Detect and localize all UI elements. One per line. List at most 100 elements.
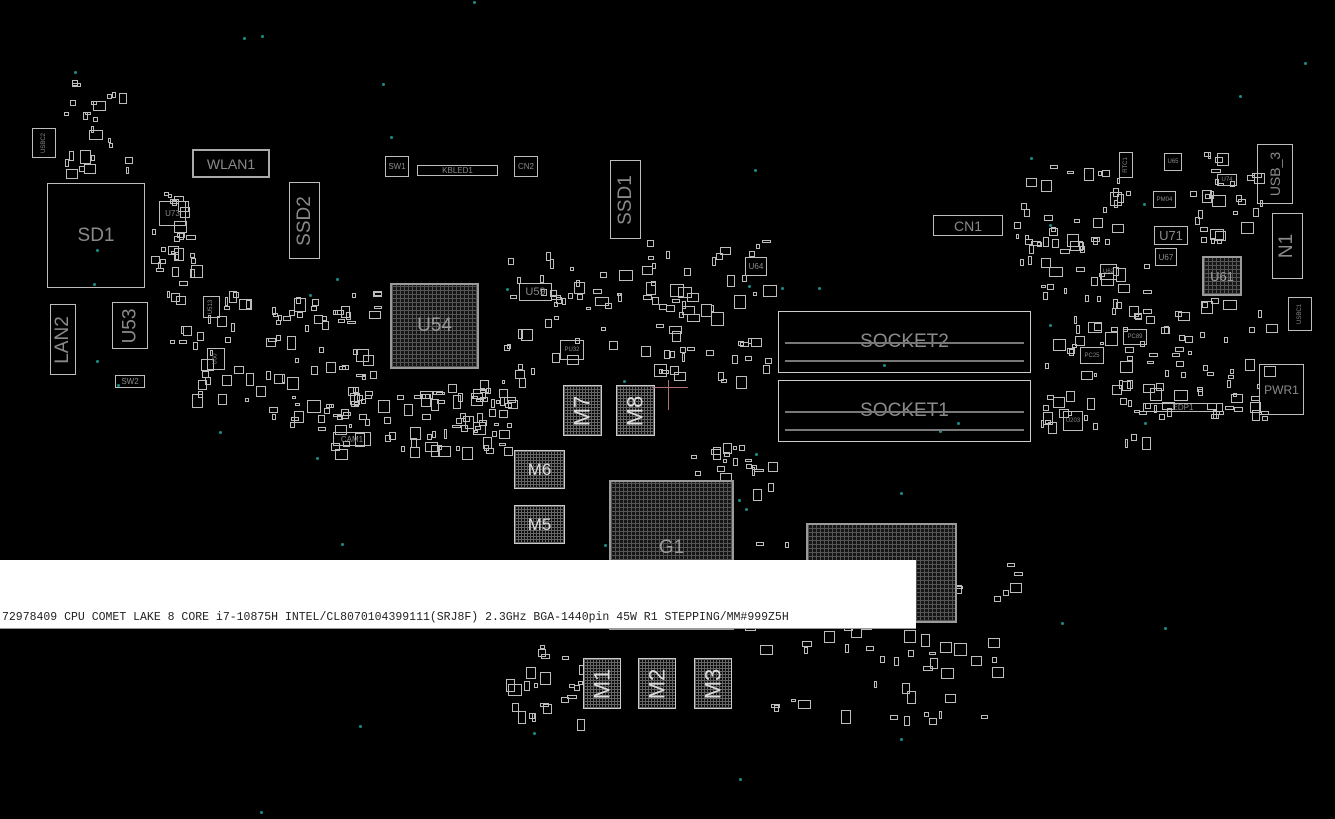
- component-U67[interactable]: U67: [1155, 248, 1177, 266]
- component-M8[interactable]: M8: [616, 385, 655, 436]
- component-U59[interactable]: U59: [519, 283, 552, 301]
- passive-pad: [1200, 236, 1207, 243]
- passive-pad: [373, 292, 383, 297]
- passive-pad: [172, 200, 178, 206]
- passive-pad: [1128, 399, 1132, 407]
- component-CN1[interactable]: CN1: [933, 215, 1003, 236]
- passive-pad: [179, 206, 190, 218]
- component-label: U203: [1065, 418, 1081, 424]
- component-EDP1[interactable]: EDP1: [1143, 403, 1223, 412]
- passive-pad: [346, 320, 357, 324]
- component-U65[interactable]: U65: [1164, 153, 1182, 171]
- passive-pad: [1024, 235, 1030, 240]
- component-USBC1[interactable]: USBC1: [1288, 297, 1312, 331]
- passive-pad: [1068, 349, 1074, 356]
- passive-pad: [1203, 365, 1209, 372]
- passive-pad: [1026, 177, 1037, 187]
- component-SW2[interactable]: SW2: [115, 375, 145, 388]
- component-M3[interactable]: M3: [694, 658, 732, 709]
- component-M2[interactable]: M2: [638, 658, 676, 709]
- passive-pad: [507, 399, 518, 409]
- component-SSD2[interactable]: SSD2: [289, 182, 320, 259]
- component-SOCKET2[interactable]: SOCKET2: [778, 311, 1031, 373]
- passive-pad: [340, 306, 350, 318]
- component-U513[interactable]: U513: [203, 296, 220, 318]
- test-point: [882, 364, 886, 368]
- component-PU32[interactable]: PU32: [560, 340, 584, 360]
- passive-pad: [409, 427, 421, 440]
- passive-pad: [1142, 436, 1152, 451]
- component-KBLED1[interactable]: KBLED1: [417, 165, 498, 176]
- component-U53[interactable]: U53: [112, 302, 148, 349]
- passive-pad: [506, 678, 516, 692]
- component-M5[interactable]: M5: [514, 505, 565, 544]
- component-M1[interactable]: M1: [583, 658, 621, 709]
- component-U54[interactable]: U54: [390, 283, 479, 369]
- component-M6[interactable]: M6: [514, 450, 565, 489]
- component-CAM1[interactable]: CAM1: [333, 432, 371, 446]
- component-label: U54: [417, 315, 452, 336]
- passive-pad: [929, 658, 939, 670]
- test-point: [738, 778, 742, 782]
- component-label: U73: [165, 209, 180, 218]
- passive-pad: [1101, 170, 1110, 177]
- component-label: USB_3: [1267, 151, 1284, 197]
- passive-pad: [233, 291, 240, 299]
- passive-pad: [409, 446, 420, 459]
- passive-pad: [222, 374, 233, 386]
- component-U71[interactable]: U71: [1154, 226, 1188, 245]
- passive-pad: [329, 403, 334, 409]
- component-CN2[interactable]: CN2: [514, 156, 538, 177]
- component-PM04[interactable]: PM04: [1153, 191, 1176, 208]
- test-point: [1048, 223, 1052, 227]
- component-U203[interactable]: U203: [1063, 411, 1083, 431]
- passive-pad: [368, 311, 382, 320]
- passive-pad: [764, 358, 772, 365]
- passive-pad: [711, 305, 715, 312]
- passive-pad: [119, 93, 128, 105]
- passive-pad: [669, 325, 682, 335]
- component-SW1[interactable]: SW1: [385, 156, 409, 177]
- passive-pad: [171, 292, 181, 303]
- passive-pad: [521, 329, 533, 341]
- component-LAN2[interactable]: LAN2: [50, 304, 76, 375]
- component-PC25[interactable]: PC25: [1080, 347, 1104, 364]
- passive-pad: [443, 429, 447, 439]
- passive-pad: [461, 424, 468, 433]
- component-PC89[interactable]: PC89: [1123, 329, 1147, 345]
- passive-pad: [721, 378, 728, 384]
- passive-pad: [204, 376, 211, 386]
- passive-pad: [275, 334, 282, 342]
- passive-pad: [573, 684, 580, 691]
- passive-pad: [451, 424, 462, 428]
- component-U64[interactable]: U64: [745, 257, 767, 276]
- passive-pad: [83, 163, 97, 175]
- passive-pad: [317, 427, 326, 432]
- component-RTC1[interactable]: RTC1: [1119, 152, 1133, 178]
- component-SOCKET1[interactable]: SOCKET1: [778, 380, 1031, 442]
- component-label: U65: [1167, 159, 1179, 165]
- component-U74[interactable]: U74: [1217, 174, 1237, 186]
- component-SSD1[interactable]: SSD1: [610, 160, 641, 239]
- test-point: [359, 724, 363, 728]
- passive-pad: [107, 138, 111, 143]
- passive-pad: [1048, 227, 1058, 236]
- component-U50[interactable]: U50: [207, 348, 225, 370]
- component-U61[interactable]: U61: [1202, 256, 1242, 296]
- component-N1[interactable]: N1: [1272, 213, 1303, 279]
- component-label: EDP1: [1172, 403, 1194, 412]
- test-point: [957, 422, 961, 426]
- passive-pad: [1146, 360, 1155, 365]
- component-USBC2[interactable]: USBC2: [32, 128, 56, 158]
- passive-pad: [378, 400, 391, 413]
- component-WLAN1[interactable]: WLAN1: [192, 149, 270, 178]
- component-USB_3[interactable]: USB_3: [1257, 144, 1293, 204]
- component-M7[interactable]: M7: [563, 385, 602, 436]
- component-SD1[interactable]: SD1: [47, 183, 145, 288]
- component-U73[interactable]: U73: [159, 201, 186, 226]
- component-PWR1[interactable]: PWR1: [1259, 364, 1304, 415]
- passive-pad: [906, 690, 917, 705]
- passive-pad: [706, 349, 714, 356]
- component-U62[interactable]: U62: [1100, 264, 1117, 280]
